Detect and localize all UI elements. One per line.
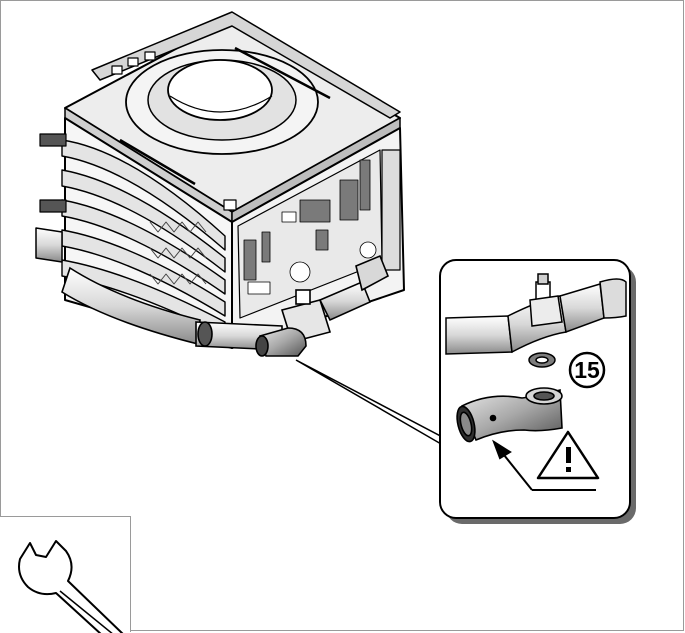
warning-triangle-icon <box>536 430 600 480</box>
tool-box <box>0 516 131 633</box>
boiler-piping <box>61 254 390 357</box>
callout-leader <box>295 359 449 450</box>
detail-callout: 15 <box>439 259 636 524</box>
detail-elbow <box>456 387 563 443</box>
elbow-on-unit <box>259 327 307 357</box>
step-number: 15 <box>574 357 600 383</box>
direction-arrow <box>492 439 596 491</box>
detail-valve-assembly <box>445 273 627 355</box>
open-end-wrench-icon <box>18 540 124 633</box>
boiler-unit <box>35 11 405 349</box>
sealing-washer <box>528 352 556 368</box>
step-number-circle <box>568 351 606 389</box>
